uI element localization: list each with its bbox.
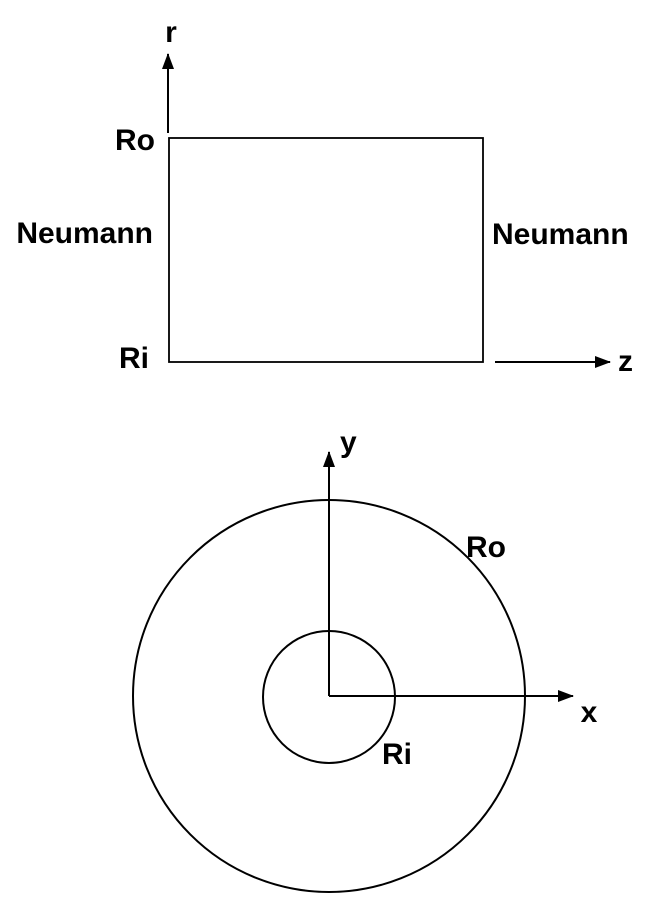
z-axis-label: z <box>618 345 633 378</box>
rz-plane-diagram: r z Ro Ri Neumann Neumann <box>16 16 633 378</box>
xy-plane-diagram: y x Ro Ri <box>132 426 598 893</box>
outer-radius-label-bottom: Ro <box>466 531 506 564</box>
neumann-left-label: Neumann <box>16 217 153 250</box>
inner-radius-label-top: Ri <box>119 342 149 375</box>
domain-rectangle <box>168 137 484 363</box>
x-axis-label: x <box>581 696 598 729</box>
r-axis-label: r <box>165 16 177 49</box>
y-axis-label: y <box>340 426 357 459</box>
outer-radius-label-top: Ro <box>115 124 155 157</box>
inner-radius-label-bottom: Ri <box>382 738 412 771</box>
neumann-right-label: Neumann <box>492 218 629 251</box>
